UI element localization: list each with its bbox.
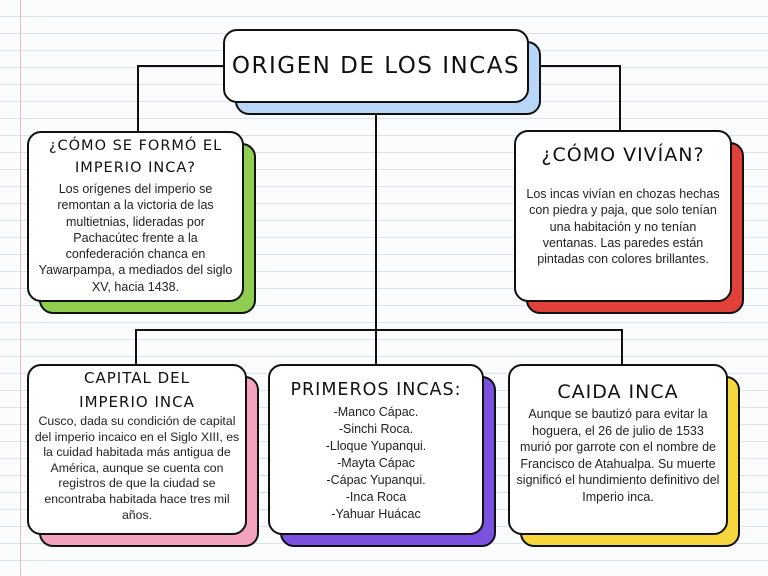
first-incas-item: -Inca Roca (345, 490, 407, 504)
formation-title-line2: IMPERIO INCA? (75, 160, 196, 176)
first-incas-item: -Cápac Yupanqui. (326, 473, 426, 487)
formation-title-line1: ¿CÓMO SE FORMÓ EL (48, 138, 223, 154)
first-incas-card: PRIMEROS INCAS: -Manco Cápac. -Sinchi Ro… (268, 364, 496, 547)
fall-card: CAIDA INCA Aunque se bautizó para evitar… (508, 364, 740, 547)
formation-text: Los orígenes del imperio se remontan a l… (38, 182, 233, 294)
first-incas-item: -Yahuar Huácac (331, 507, 421, 521)
capital-card: CAPITAL DEL IMPERIO INCA Cusco, dada su … (27, 364, 259, 547)
capital-title-line2: IMPERIO INCA (79, 393, 195, 411)
main-title: ORIGEN DE LOS INCAS (231, 53, 521, 79)
first-incas-item: -Mayta Cápac (337, 456, 415, 470)
living-title: ¿CÓMO VIVÍAN? (541, 144, 705, 166)
first-incas-title: PRIMEROS INCAS: (290, 380, 462, 400)
living-text: Los incas vivían en chozas hechas con pi… (526, 187, 720, 267)
first-incas-item: -Sinchi Roca. (338, 422, 414, 436)
living-card: ¿CÓMO VIVÍAN? Los incas vivían en chozas… (514, 130, 744, 314)
main-title-card: ORIGEN DE LOS INCAS (223, 29, 541, 115)
capital-text: Cusco, dada su condición de capital del … (34, 414, 240, 522)
capital-title-line1: CAPITAL DEL (84, 369, 190, 387)
formation-card: ¿CÓMO SE FORMÓ EL IMPERIO INCA? Los oríg… (27, 131, 256, 314)
fall-text: Aunque se bautizó para evitar la hoguera… (516, 407, 720, 504)
fall-title: CAIDA INCA (557, 381, 679, 403)
first-incas-item: -Lloque Yupanqui. (325, 439, 427, 453)
first-incas-item: -Manco Cápac. (333, 405, 419, 419)
